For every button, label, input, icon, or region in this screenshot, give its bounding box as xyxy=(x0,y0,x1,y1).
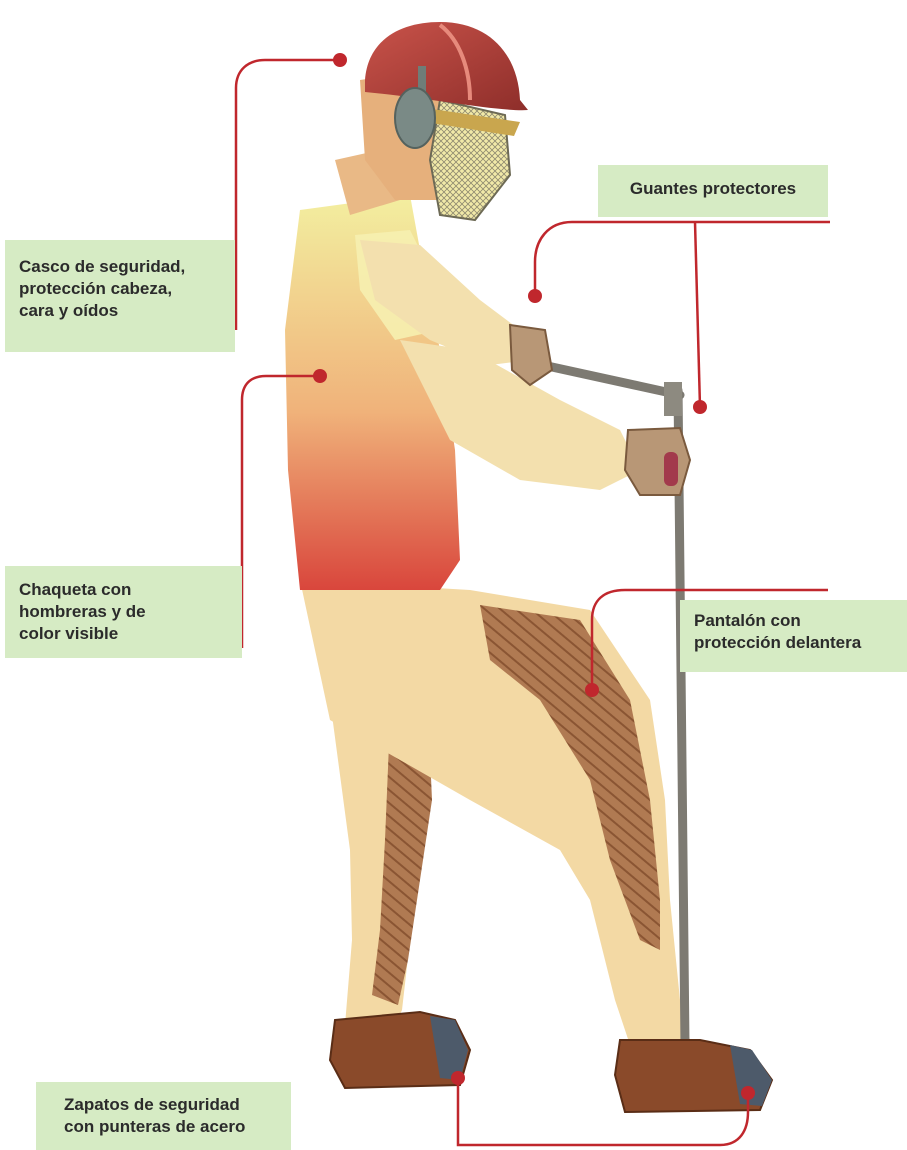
ear-muff-icon xyxy=(395,88,435,148)
callout-dot-jacket xyxy=(313,369,327,383)
callout-dot-pants xyxy=(585,683,599,697)
label-jacket: Chaqueta con hombreras y de color visibl… xyxy=(5,566,242,658)
glove-cuff-accent xyxy=(664,452,678,486)
label-gloves: Guantes protectores xyxy=(598,165,828,217)
callout-dot-gloves-left xyxy=(528,289,542,303)
callout-gloves-right xyxy=(695,222,700,407)
callout-gloves xyxy=(535,222,830,296)
glove-right xyxy=(625,428,690,495)
callout-dot-shoes-right xyxy=(741,1086,755,1100)
callout-dot-helmet xyxy=(333,53,347,67)
label-helmet: Casco de seguridad, protección cabeza, c… xyxy=(5,240,235,352)
label-shoes: Zapatos de seguridad con punteras de ace… xyxy=(36,1082,291,1150)
callout-dot-gloves-right xyxy=(693,400,707,414)
callout-dot-shoes-left xyxy=(451,1071,465,1085)
label-pants: Pantalón con protección delantera xyxy=(680,600,907,672)
tool-joint xyxy=(664,382,682,416)
